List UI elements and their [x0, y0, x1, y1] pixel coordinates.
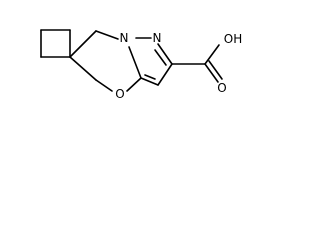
bond-ch2-n1	[95, 30, 119, 40]
bond-n2-c3	[157, 43, 173, 65]
bond-c-oh	[204, 44, 220, 65]
cyclobutane-ring	[40, 29, 71, 58]
bond-spiro-ch2-bottom	[69, 56, 97, 81]
pyrazole-ring	[135, 37, 173, 86]
oxazine-ring	[69, 30, 142, 92]
atom-o-ring-label: O	[115, 87, 124, 101]
bond-c4-c5-inner	[144, 74, 156, 80]
molecule-diagram: N N O OH O	[40, 29, 242, 101]
atom-oh-label: OH	[224, 32, 242, 46]
bond-c4-c5	[140, 77, 159, 86]
bond-c-o-double-1	[204, 63, 219, 83]
atom-n2-label: N	[153, 31, 162, 45]
bond-spiro-ch2-top	[69, 30, 97, 58]
atom-n1-label: N	[120, 31, 129, 45]
bond-fused-c-n1	[128, 46, 142, 79]
structure-canvas: N N O OH O	[0, 0, 262, 111]
carboxylic-acid-group	[171, 44, 223, 83]
bond-ch2-o	[95, 79, 113, 92]
atom-labels: N N O OH O	[115, 31, 242, 101]
bond-c3-c4	[157, 63, 173, 86]
bond-o-c	[126, 77, 142, 92]
bond-c-o-double-2	[208, 60, 223, 80]
atom-o-carbonyl-label: O	[217, 81, 226, 95]
bond-n2-c3-inner	[154, 49, 167, 66]
